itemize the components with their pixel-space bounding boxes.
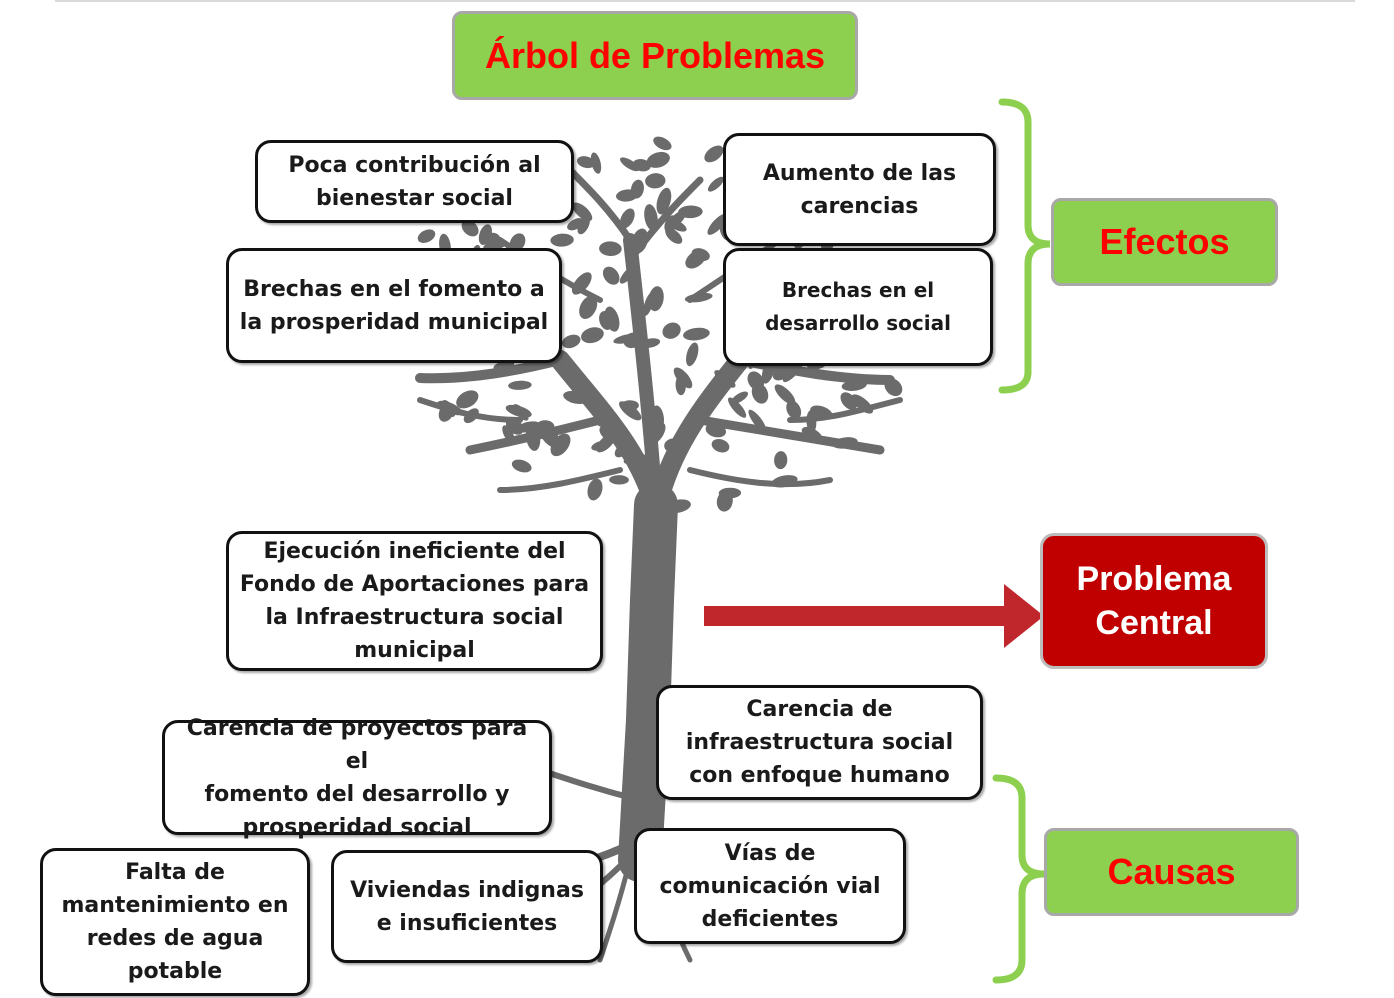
causas-bracket bbox=[992, 774, 1045, 984]
leaf-shape bbox=[673, 367, 693, 389]
cause-box: Carencia de proyectos para el fomento de… bbox=[162, 716, 552, 840]
leaf-shape bbox=[599, 311, 613, 330]
leaf-shape bbox=[579, 295, 598, 319]
leaf-shape bbox=[645, 173, 666, 189]
leaf-shape bbox=[774, 451, 788, 470]
problem-text: Ejecución ineficiente del Fondo de Aport… bbox=[239, 539, 590, 663]
effect-text: Aumento de las carencias bbox=[762, 160, 957, 219]
leaf-shape bbox=[707, 213, 728, 235]
leaf-shape bbox=[613, 333, 639, 344]
right-arrow-icon bbox=[704, 584, 1044, 648]
leaf-shape bbox=[716, 491, 733, 512]
leaf-shape bbox=[461, 220, 479, 237]
leaf-shape bbox=[550, 233, 574, 247]
leaf-shape bbox=[683, 327, 710, 341]
cause-box: Vías de comunicación vial deficientes bbox=[634, 828, 906, 944]
leaf-shape bbox=[576, 156, 595, 169]
leaf-shape bbox=[704, 145, 724, 163]
problema-central-label: Problema Central bbox=[1040, 533, 1268, 669]
leaf-shape bbox=[643, 292, 654, 316]
cause-text: Carencia de infraestructura social con e… bbox=[685, 697, 954, 788]
leaf-shape bbox=[656, 187, 672, 215]
leaf-shape bbox=[707, 176, 724, 192]
leaf-shape bbox=[685, 249, 707, 269]
leaf-shape bbox=[686, 342, 699, 367]
leaf-shape bbox=[751, 383, 769, 404]
effect-box: Brechas en el fomento a la prosperidad m… bbox=[226, 248, 562, 363]
cause-text: Viviendas indignas e insuficientes bbox=[350, 877, 584, 936]
effect-text: Brechas en el desarrollo social bbox=[765, 278, 951, 335]
leaf-shape bbox=[590, 152, 602, 174]
effect-box: Aumento de las carencias bbox=[723, 133, 996, 246]
leaf-shape bbox=[653, 136, 672, 151]
leaf-shape bbox=[511, 459, 532, 473]
leaf-shape bbox=[774, 384, 796, 405]
cause-text: Carencia de proyectos para el fomento de… bbox=[186, 715, 528, 840]
causas-label: Causas bbox=[1044, 828, 1299, 916]
leaf-shape bbox=[581, 327, 604, 344]
leaf-shape bbox=[577, 216, 590, 235]
leaf-shape bbox=[609, 475, 629, 485]
leaf-shape bbox=[786, 400, 802, 420]
leaf-shape bbox=[602, 266, 620, 285]
leaf-shape bbox=[505, 404, 532, 418]
cause-text: Vías de comunicación vial deficientes bbox=[659, 840, 881, 932]
leaf-shape bbox=[728, 397, 747, 418]
cause-text: Falta de mantenimiento en redes de agua … bbox=[61, 860, 289, 984]
effect-box: Brechas en el desarrollo social bbox=[723, 248, 993, 366]
efectos-label: Efectos bbox=[1051, 198, 1278, 286]
efectos-bracket bbox=[998, 98, 1051, 394]
leaf-shape bbox=[619, 208, 635, 229]
leaf-shape bbox=[478, 224, 492, 246]
problem-box: Ejecución ineficiente del Fondo de Aport… bbox=[226, 531, 603, 671]
leaf-shape bbox=[599, 241, 622, 257]
leaf-shape bbox=[456, 390, 479, 409]
leaf-shape bbox=[840, 392, 858, 410]
leaf-shape bbox=[662, 322, 681, 339]
leaf-shape bbox=[417, 229, 436, 243]
leaf-shape bbox=[666, 218, 687, 232]
leaf-shape bbox=[587, 478, 603, 501]
leaf-shape bbox=[646, 151, 670, 168]
effect-text: Poca contribución al bienestar social bbox=[288, 152, 541, 211]
leaf-shape bbox=[561, 334, 581, 349]
leaf-shape bbox=[630, 179, 644, 199]
cause-box: Carencia de infraestructura social con e… bbox=[656, 685, 983, 800]
cause-box: Viviendas indignas e insuficientes bbox=[331, 850, 603, 963]
leaf-shape bbox=[632, 159, 651, 172]
diagram-title: Árbol de Problemas bbox=[452, 11, 858, 100]
top-divider bbox=[55, 0, 1355, 2]
leaf-shape bbox=[620, 400, 639, 411]
effect-box: Poca contribución al bienestar social bbox=[255, 140, 574, 223]
leaf-shape bbox=[711, 438, 730, 453]
effect-text: Brechas en el fomento a la prosperidad m… bbox=[239, 276, 549, 335]
leaf-shape bbox=[508, 380, 532, 390]
cause-box: Falta de mantenimiento en redes de agua … bbox=[40, 848, 310, 996]
